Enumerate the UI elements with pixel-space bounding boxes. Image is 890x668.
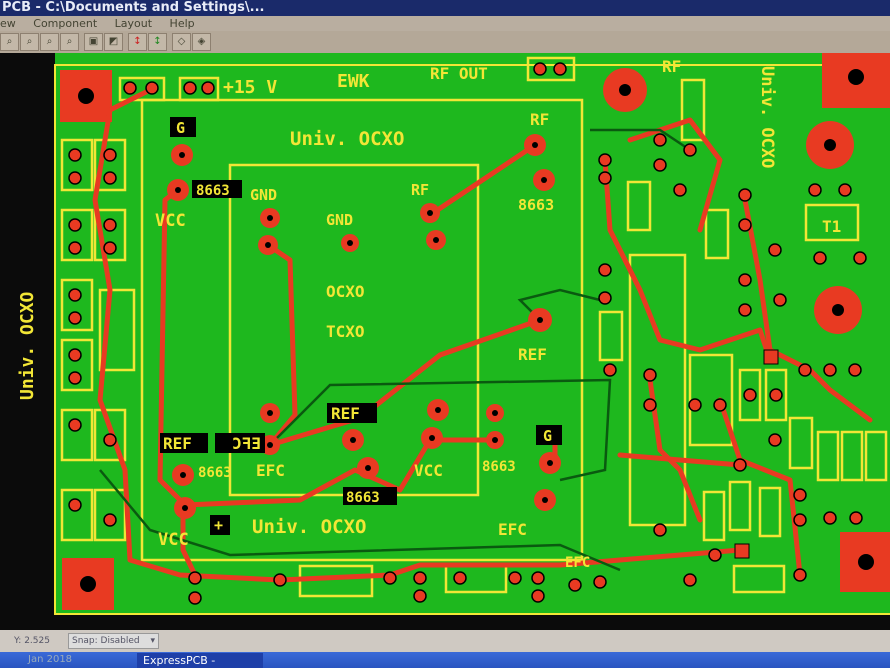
label-tcxo: TCXO bbox=[326, 322, 365, 341]
label-univ-ocxo-right: Univ. OCXO bbox=[757, 66, 777, 168]
zoom-fit-icon[interactable]: ⌕ bbox=[60, 33, 79, 51]
label-ref-1: REF bbox=[518, 345, 547, 364]
label-vcc-3: VCC bbox=[158, 530, 189, 550]
rotate-alt-icon[interactable]: ◈ bbox=[192, 33, 211, 51]
label-vcc-2: VCC bbox=[414, 461, 443, 480]
label-univ-ocxo-left: Univ. OCXO bbox=[17, 291, 38, 400]
zoom-icon[interactable]: ⌕ bbox=[0, 33, 19, 51]
label-t1: T1 bbox=[822, 217, 841, 236]
label-ref-2: REF bbox=[331, 404, 360, 423]
zoom-out-icon[interactable]: ⌕ bbox=[20, 33, 39, 51]
label-gnd-1: GND bbox=[250, 186, 277, 204]
status-bar: Y: 2.525 Snap: Disabled ▾ bbox=[0, 630, 890, 652]
label-8663-3: 8663 bbox=[198, 465, 232, 481]
label-univ-ocxo-bottom: Univ. OCXO bbox=[252, 516, 366, 538]
label-8663-2: 8663 bbox=[518, 196, 554, 214]
label-15v: +15 V bbox=[223, 77, 277, 98]
label-rf-1: RF bbox=[530, 110, 549, 129]
pcb-canvas[interactable]: +15 V EWK RF OUT RF Univ. OCXO Univ. OCX… bbox=[0, 53, 890, 630]
pad-icon[interactable]: ◩ bbox=[104, 33, 123, 51]
menu-component[interactable]: Component bbox=[33, 17, 98, 30]
label-8663-4: 8663 bbox=[482, 459, 516, 475]
ratsnest-green-icon[interactable]: ↕ bbox=[148, 33, 167, 51]
y-coordinate: Y: 2.525 bbox=[14, 636, 50, 646]
ratsnest-red-icon[interactable]: ↕ bbox=[128, 33, 147, 51]
taskbar-expresspcb-button[interactable]: ExpressPCB - bbox=[137, 653, 263, 668]
snap-dropdown[interactable]: Snap: Disabled ▾ bbox=[68, 633, 159, 649]
label-rf-top: RF bbox=[662, 57, 681, 76]
label-efc-2: EFC bbox=[498, 520, 527, 539]
menu-view[interactable]: ew bbox=[0, 17, 16, 30]
taskbar: Jan 2018 ExpressPCB - bbox=[0, 652, 890, 668]
menu-layout[interactable]: Layout bbox=[114, 17, 153, 30]
taskbar-app-label: ExpressPCB - bbox=[143, 654, 216, 667]
snap-value: Snap: Disabled bbox=[72, 636, 140, 646]
label-univ-ocxo-top: Univ. OCXO bbox=[290, 128, 404, 150]
label-g-2: G bbox=[543, 427, 552, 445]
label-8663-5: 8663 bbox=[346, 490, 380, 506]
zoom-in-icon[interactable]: ⌕ bbox=[40, 33, 59, 51]
taskbar-date: Jan 2018 bbox=[28, 654, 73, 665]
label-g-1: G bbox=[176, 119, 185, 137]
label-efc-3: EFC bbox=[565, 555, 590, 571]
label-rf-out: RF OUT bbox=[430, 64, 488, 83]
traces bbox=[92, 87, 873, 583]
toolbar: ⌕ ⌕ ⌕ ⌕ ▣ ◩ ↕ ↕ ◇ ◈ bbox=[0, 31, 890, 53]
label-ocxo: OCXO bbox=[326, 282, 365, 301]
label-ewk: EWK bbox=[337, 71, 370, 92]
rotate-icon[interactable]: ◇ bbox=[172, 33, 191, 51]
label-plus: + bbox=[214, 516, 223, 534]
window-title: PCB - C:\Documents and Settings\... bbox=[0, 0, 890, 16]
pcb-board: +15 V EWK RF OUT RF Univ. OCXO Univ. OCX… bbox=[17, 53, 890, 615]
label-rf-2: RF bbox=[411, 181, 429, 199]
label-gnd-2: GND bbox=[326, 211, 353, 229]
label-vcc-1: VCC bbox=[155, 211, 186, 231]
chevron-down-icon: ▾ bbox=[150, 636, 155, 646]
menu-help[interactable]: Help bbox=[169, 17, 195, 30]
label-efc-1: EFC bbox=[256, 461, 285, 480]
menu-bar: ew Component Layout Help bbox=[0, 16, 890, 31]
label-ref-3: REF bbox=[163, 434, 192, 453]
pads bbox=[68, 62, 867, 605]
component-icon[interactable]: ▣ bbox=[84, 33, 103, 51]
label-efc-mirrored: EFC bbox=[232, 434, 261, 453]
label-8663-1: 8663 bbox=[196, 183, 230, 199]
